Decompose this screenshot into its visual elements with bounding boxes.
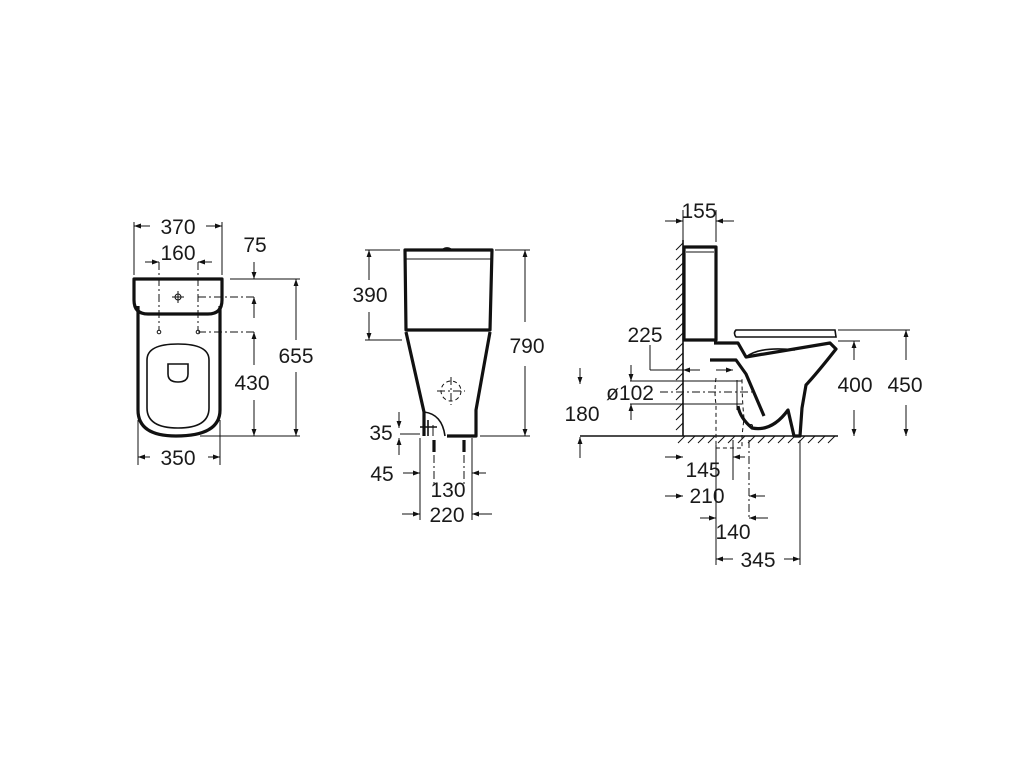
side-view: 155 225 ø102 180 400 450 145 210 140 345 <box>564 200 922 572</box>
dim-wall-to-outlet: 225 <box>627 324 662 347</box>
top-seat-outline <box>146 343 210 429</box>
dim-overall-width: 370 <box>160 216 195 239</box>
top-view: 370 160 75 655 430 350 <box>132 216 314 470</box>
dim-tank-depth: 155 <box>681 200 716 223</box>
dim-overall-height: 790 <box>509 335 544 358</box>
dim-fixing-to-front: 430 <box>234 372 269 395</box>
dim-seat-height: 400 <box>837 374 872 397</box>
dim-fixing-spacing-front: 130 <box>430 479 465 502</box>
side-tank-outline <box>682 245 718 342</box>
dim-bowl-width: 350 <box>160 447 195 470</box>
dim-floor-outlet-max: 210 <box>689 485 724 508</box>
dim-overall-seat-height: 450 <box>887 374 922 397</box>
side-bowl-outline <box>714 341 838 438</box>
dim-overall-depth: 655 <box>278 345 313 368</box>
side-seat-lid <box>733 329 837 338</box>
front-view: 390 790 35 45 130 220 <box>352 247 545 527</box>
front-pedestal-outline <box>404 331 492 438</box>
dim-water-inlet-height: 35 <box>369 422 392 445</box>
dim-floor-outlet-min: 145 <box>685 459 720 482</box>
top-bowl-outline <box>136 306 222 438</box>
dim-tank-inlet-offset: 75 <box>243 234 266 257</box>
front-tank-outline <box>403 248 494 332</box>
dim-outlet-height: 180 <box>564 403 599 426</box>
dim-tank-height: 390 <box>352 284 387 307</box>
dim-fixing-spacing: 160 <box>160 242 195 265</box>
dim-wall-to-front: 345 <box>740 549 775 572</box>
dim-inlet-side-offset: 45 <box>370 463 393 486</box>
dim-base-width: 220 <box>429 504 464 527</box>
dim-floor-outlet-range: 140 <box>715 521 750 544</box>
dim-outlet-diameter: ø102 <box>606 382 654 405</box>
top-tank-outline <box>132 277 224 316</box>
